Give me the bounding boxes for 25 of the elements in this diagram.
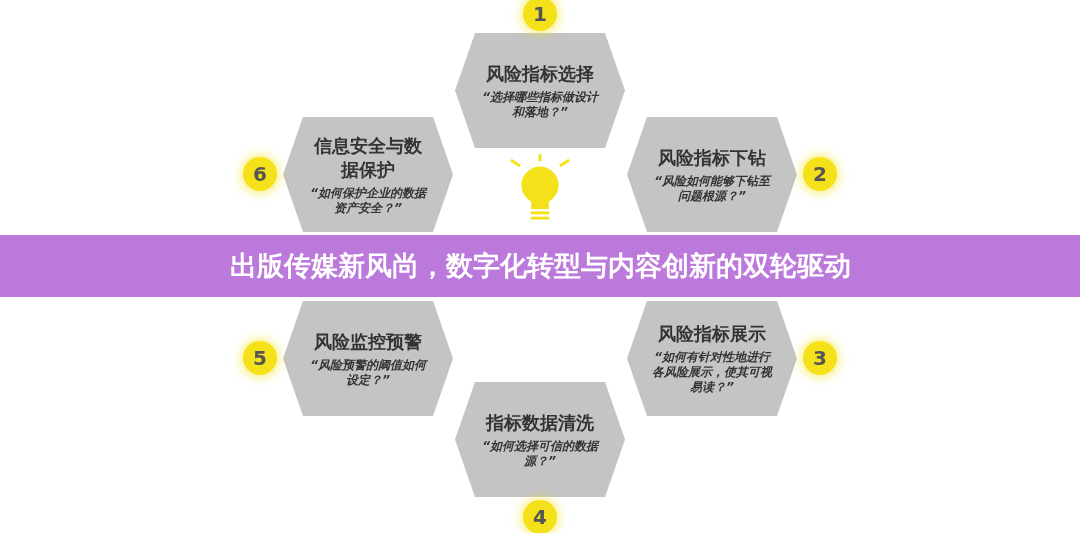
question-text: “如何保护企业的数据资产安全？” <box>309 185 429 216</box>
question-text: “风险预警的阈值如何设定？” <box>309 357 429 388</box>
hexagon-heading: 风险监控预警 <box>314 329 422 354</box>
hexagon-heading: 风险指标选择 <box>486 61 594 86</box>
hexagon-panel <box>283 117 453 232</box>
question-text: “选择哪些指标做设计和落地？” <box>481 89 601 120</box>
hexagon-panel <box>627 301 797 416</box>
number-badge: 5 <box>243 341 277 375</box>
hexagon-heading: 风险指标下钻 <box>658 145 766 170</box>
hexagon-panel <box>283 301 453 416</box>
hexagon-heading: 风险指标展示 <box>658 322 766 346</box>
number-badge: 3 <box>803 341 837 375</box>
question-text: “如何选择可信的数据源？” <box>481 438 601 469</box>
number-badge: 4 <box>523 500 557 533</box>
hexagon-panel <box>455 382 625 497</box>
hexagon-heading: 信息安全与数据保护 <box>312 133 423 182</box>
question-text: “如何有针对性地进行各风险展示，使其可视易读？” <box>651 350 773 395</box>
hexagon-panel <box>455 33 625 148</box>
hexagon-panel <box>627 117 797 232</box>
hexagon-heading: 指标数据清洗 <box>486 410 594 435</box>
number-badge: 1 <box>523 0 557 31</box>
title-banner: 出版传媒新风尚，数字化转型与内容创新的双轮驱动 <box>0 235 1080 297</box>
number-badge: 2 <box>803 157 837 191</box>
number-badge: 6 <box>243 157 277 191</box>
question-text: “风险如何能够下钻至问题根源？” <box>653 173 773 204</box>
